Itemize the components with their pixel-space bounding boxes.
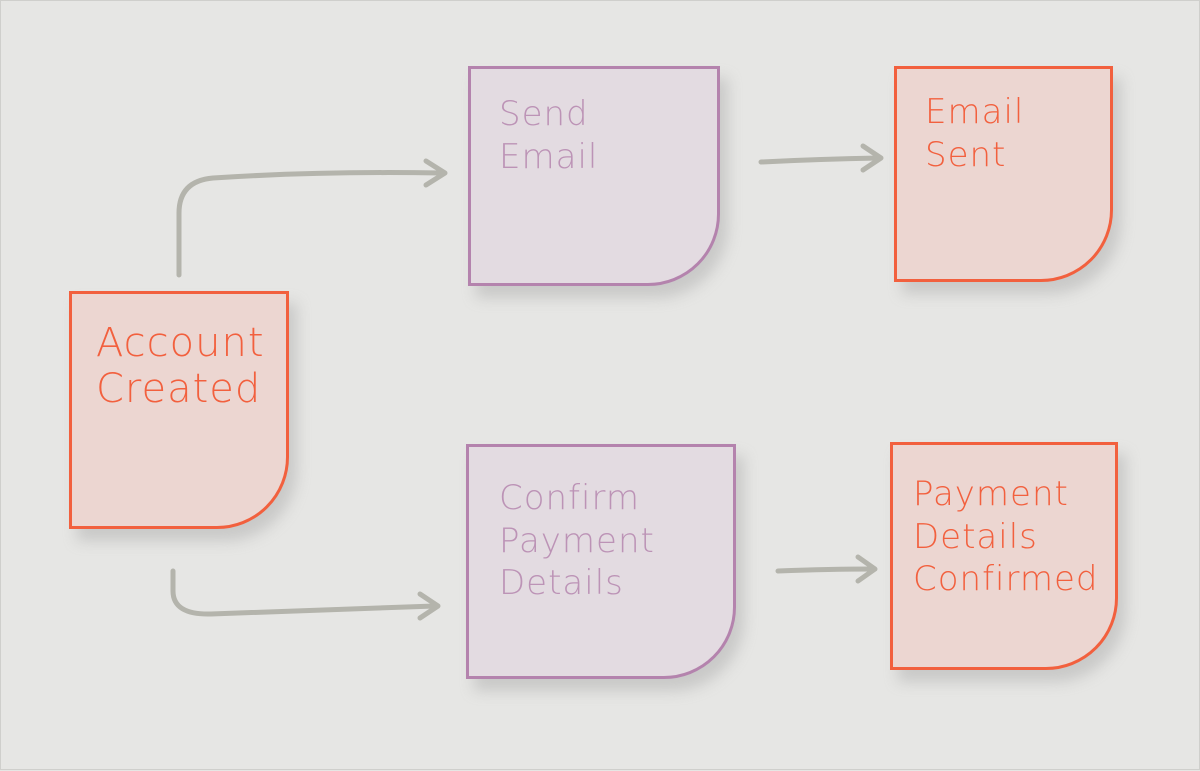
arrowhead-account-to-confirm-payment bbox=[417, 591, 441, 621]
arrow-account-to-send-email bbox=[176, 170, 444, 278]
note-send-email[interactable]: Send Email bbox=[468, 66, 720, 286]
arrow-send-email-to-email-sent bbox=[758, 155, 882, 165]
arrow-confirm-to-payment-confirmed bbox=[775, 566, 876, 574]
arrowhead-account-to-send-email bbox=[423, 158, 448, 188]
arrowhead-confirm-to-payment-confirmed bbox=[855, 554, 878, 584]
note-confirm-payment-details-label: Confirm Payment Details bbox=[499, 478, 655, 603]
note-payment-details-confirmed[interactable]: Payment Details Confirmed bbox=[890, 442, 1118, 670]
note-account-created[interactable]: Account Created bbox=[69, 291, 289, 529]
note-confirm-payment-details[interactable]: Confirm Payment Details bbox=[466, 444, 736, 679]
note-account-created-label: Account Created bbox=[96, 320, 265, 412]
note-payment-details-confirmed-label: Payment Details Confirmed bbox=[913, 474, 1099, 599]
arrowhead-send-email-to-email-sent bbox=[860, 143, 884, 173]
note-email-sent-label: Email Sent bbox=[925, 92, 1025, 175]
note-email-sent[interactable]: Email Sent bbox=[894, 66, 1113, 282]
note-send-email-label: Send Email bbox=[499, 94, 599, 177]
arrow-account-to-confirm-payment bbox=[170, 568, 438, 617]
